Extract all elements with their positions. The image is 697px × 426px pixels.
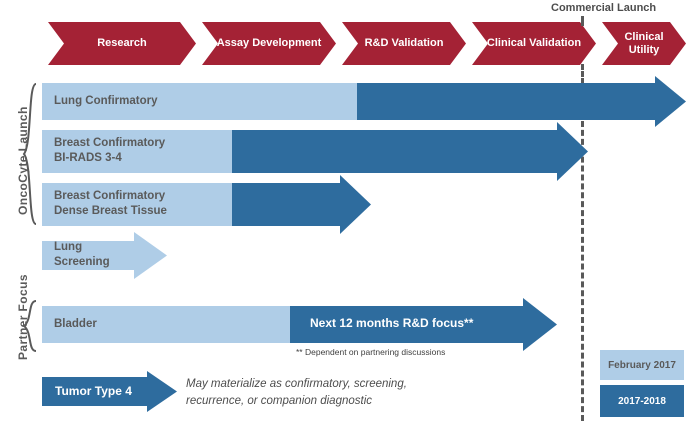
- row-bar-lung-confirmatory[interactable]: [42, 83, 357, 120]
- brace-shape: [22, 83, 37, 225]
- commercial-launch-dash-mid: [581, 64, 584, 84]
- row-arrowhead-lung-confirmatory: [655, 76, 686, 127]
- bladder-footnote: ** Dependent on partnering discussions: [296, 347, 446, 357]
- row-arrowhead-breast-birads: [557, 122, 588, 181]
- row-label-lung-screening: Lung Screening: [54, 241, 110, 268]
- arrowhead-shape: [655, 76, 686, 127]
- row-label-tumor-type-4: Tumor Type 4: [55, 384, 132, 398]
- row-bar-lung-confirmatory-dark[interactable]: [357, 83, 660, 120]
- row-arrowhead-bladder: [523, 298, 557, 351]
- group-brace-partner-focus: [22, 300, 38, 352]
- row-arrowhead-breast-dense: [340, 175, 371, 234]
- phase-chevron-rnd-validation[interactable]: R&D Validation: [342, 22, 466, 65]
- row-label-lung-confirmatory: Lung Confirmatory: [54, 95, 158, 107]
- arrow-shape: [42, 371, 177, 412]
- phase-chevron-clinical-validation[interactable]: Clinical Validation: [472, 22, 596, 65]
- row-bar-breast-dense-dark[interactable]: [232, 183, 345, 226]
- row-overlay-label-bladder: Next 12 months R&D focus**: [310, 316, 474, 330]
- arrowhead-shape: [523, 298, 557, 351]
- row-bar-breast-birads-dark[interactable]: [232, 130, 562, 173]
- row-bar-breast-birads[interactable]: [42, 130, 232, 173]
- legend-item-february-2017: February 2017: [600, 350, 684, 380]
- row-label-bladder: Bladder: [54, 318, 97, 330]
- phase-chevron-research[interactable]: Research: [48, 22, 196, 65]
- commercial-launch-label: Commercial Launch: [551, 2, 657, 14]
- row-arrow-tumor-type-4[interactable]: [42, 371, 177, 412]
- row-label-breast-dense: Breast Confirmatory Dense Breast Tissue: [54, 190, 167, 217]
- row-bar-bladder-dark[interactable]: [290, 306, 528, 343]
- group-brace-oncocyte-launch: [22, 83, 38, 225]
- legend-item-2017-2018: 2017-2018: [600, 385, 684, 417]
- phase-chevron-assay-development[interactable]: Assay Development: [202, 22, 336, 65]
- commercial-launch-dash-top: [581, 16, 584, 26]
- row-label-breast-birads: Breast Confirmatory BI-RADS 3-4: [54, 137, 166, 164]
- row-arrow-lung-screening[interactable]: [42, 232, 167, 279]
- commercial-launch-dash-main: [581, 121, 584, 421]
- arrowhead-shape: [340, 175, 371, 234]
- phase-chevron-clinical-utility[interactable]: Clinical Utility: [602, 22, 686, 65]
- arrowhead-shape: [557, 122, 588, 181]
- brace-shape: [22, 300, 37, 352]
- phase-header-row: Research Assay Development R&D Validatio…: [0, 0, 697, 70]
- tumor-type-4-note: May materialize as confirmatory, screeni…: [186, 378, 407, 407]
- arrow-shape: [42, 232, 167, 279]
- row-bar-breast-dense[interactable]: [42, 183, 232, 226]
- row-bar-bladder[interactable]: [42, 306, 290, 343]
